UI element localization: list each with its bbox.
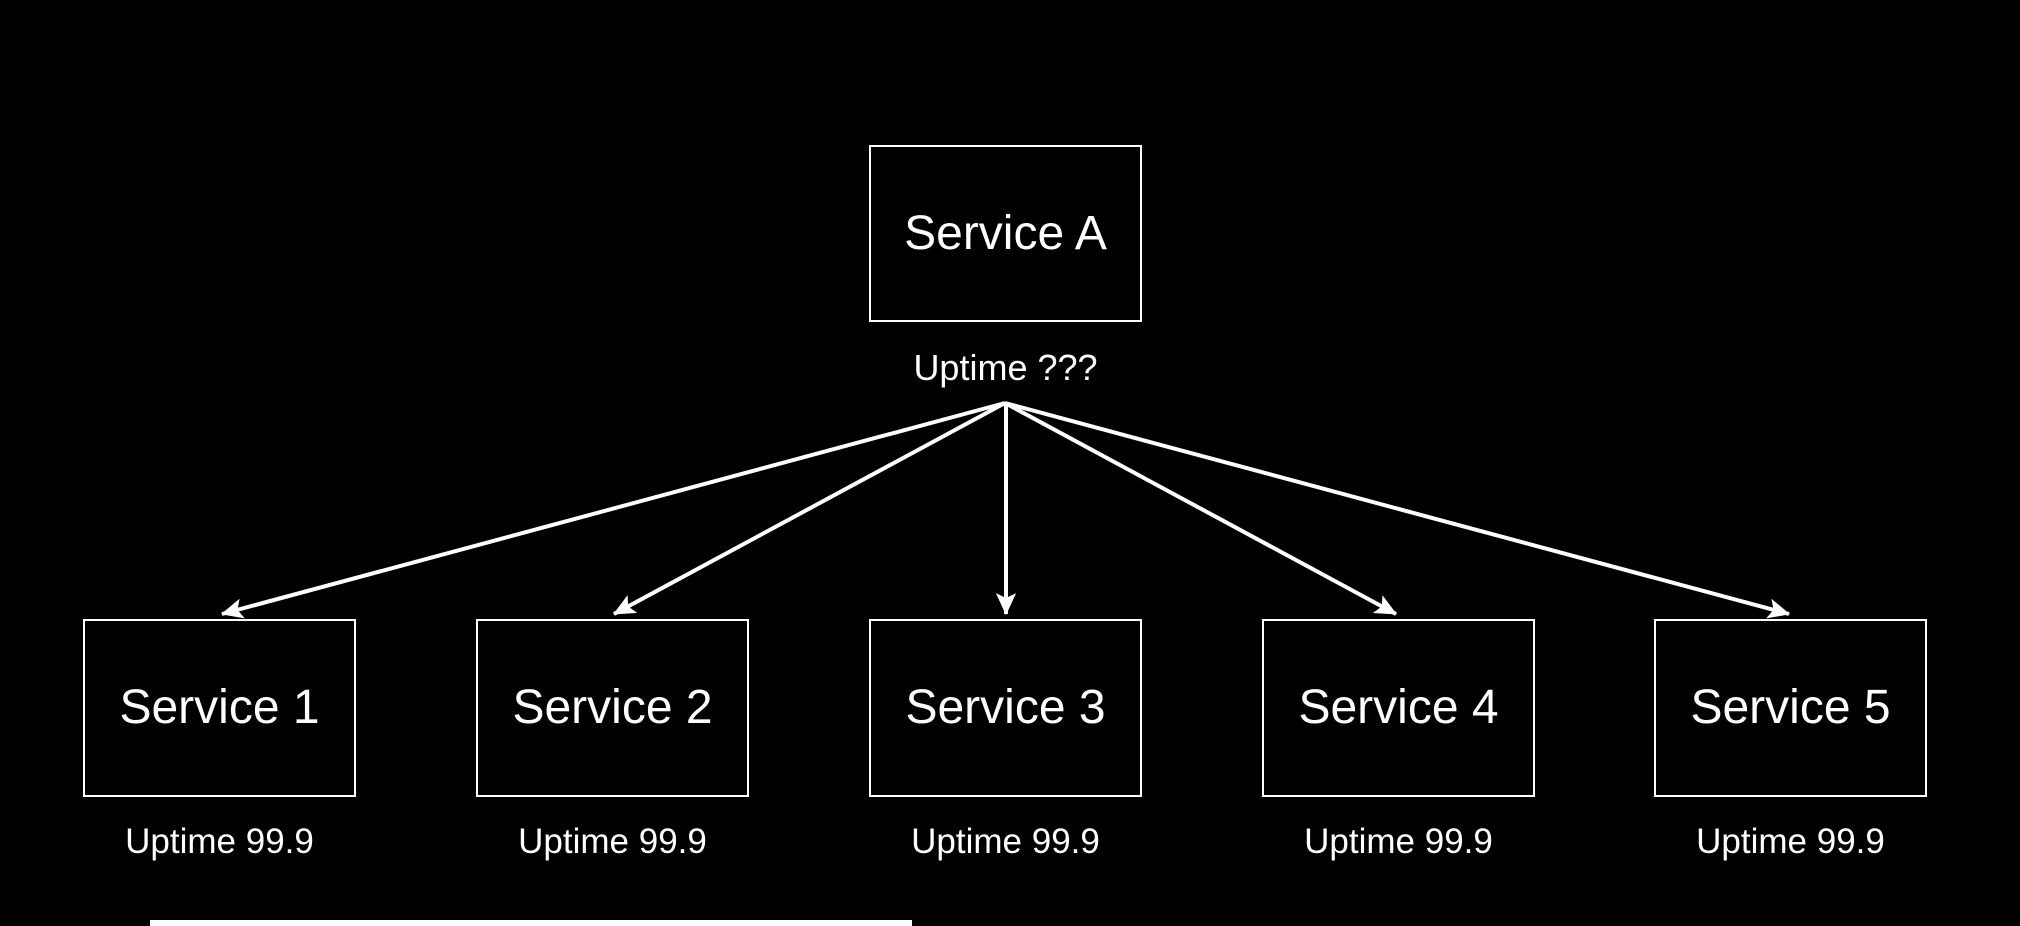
edge-root-to-service-5 <box>1004 401 1791 619</box>
child-node-label-3: Service 3 <box>905 681 1106 734</box>
child-node-service-3: Service 3 <box>869 619 1142 797</box>
root-node-service-a: Service A <box>869 145 1142 322</box>
edge-root-to-service-1 <box>220 401 1006 619</box>
child-node-label-5: Service 5 <box>1690 681 1891 734</box>
bottom-partial-bar <box>150 920 912 926</box>
child-node-service-1: Service 1 <box>83 619 356 797</box>
child-node-service-5: Service 5 <box>1654 619 1927 797</box>
child-node-label-4: Service 4 <box>1298 681 1499 734</box>
uptime-caption-service-3: Uptime 99.9 <box>911 822 1100 861</box>
root-node-label: Service A <box>904 206 1107 260</box>
child-node-service-4: Service 4 <box>1262 619 1535 797</box>
child-node-label-1: Service 1 <box>119 681 320 734</box>
child-node-service-2: Service 2 <box>476 619 749 797</box>
uptime-caption-service-1: Uptime 99.9 <box>125 822 314 861</box>
uptime-caption-service-2: Uptime 99.9 <box>518 822 707 861</box>
child-node-label-2: Service 2 <box>512 681 713 734</box>
edge-root-to-service-2 <box>613 401 1006 616</box>
uptime-caption-service-5: Uptime 99.9 <box>1696 822 1885 861</box>
root-uptime-caption: Uptime ??? <box>913 347 1098 388</box>
uptime-caption-service-4: Uptime 99.9 <box>1304 822 1493 861</box>
edge-root-to-service-4 <box>1004 401 1397 616</box>
